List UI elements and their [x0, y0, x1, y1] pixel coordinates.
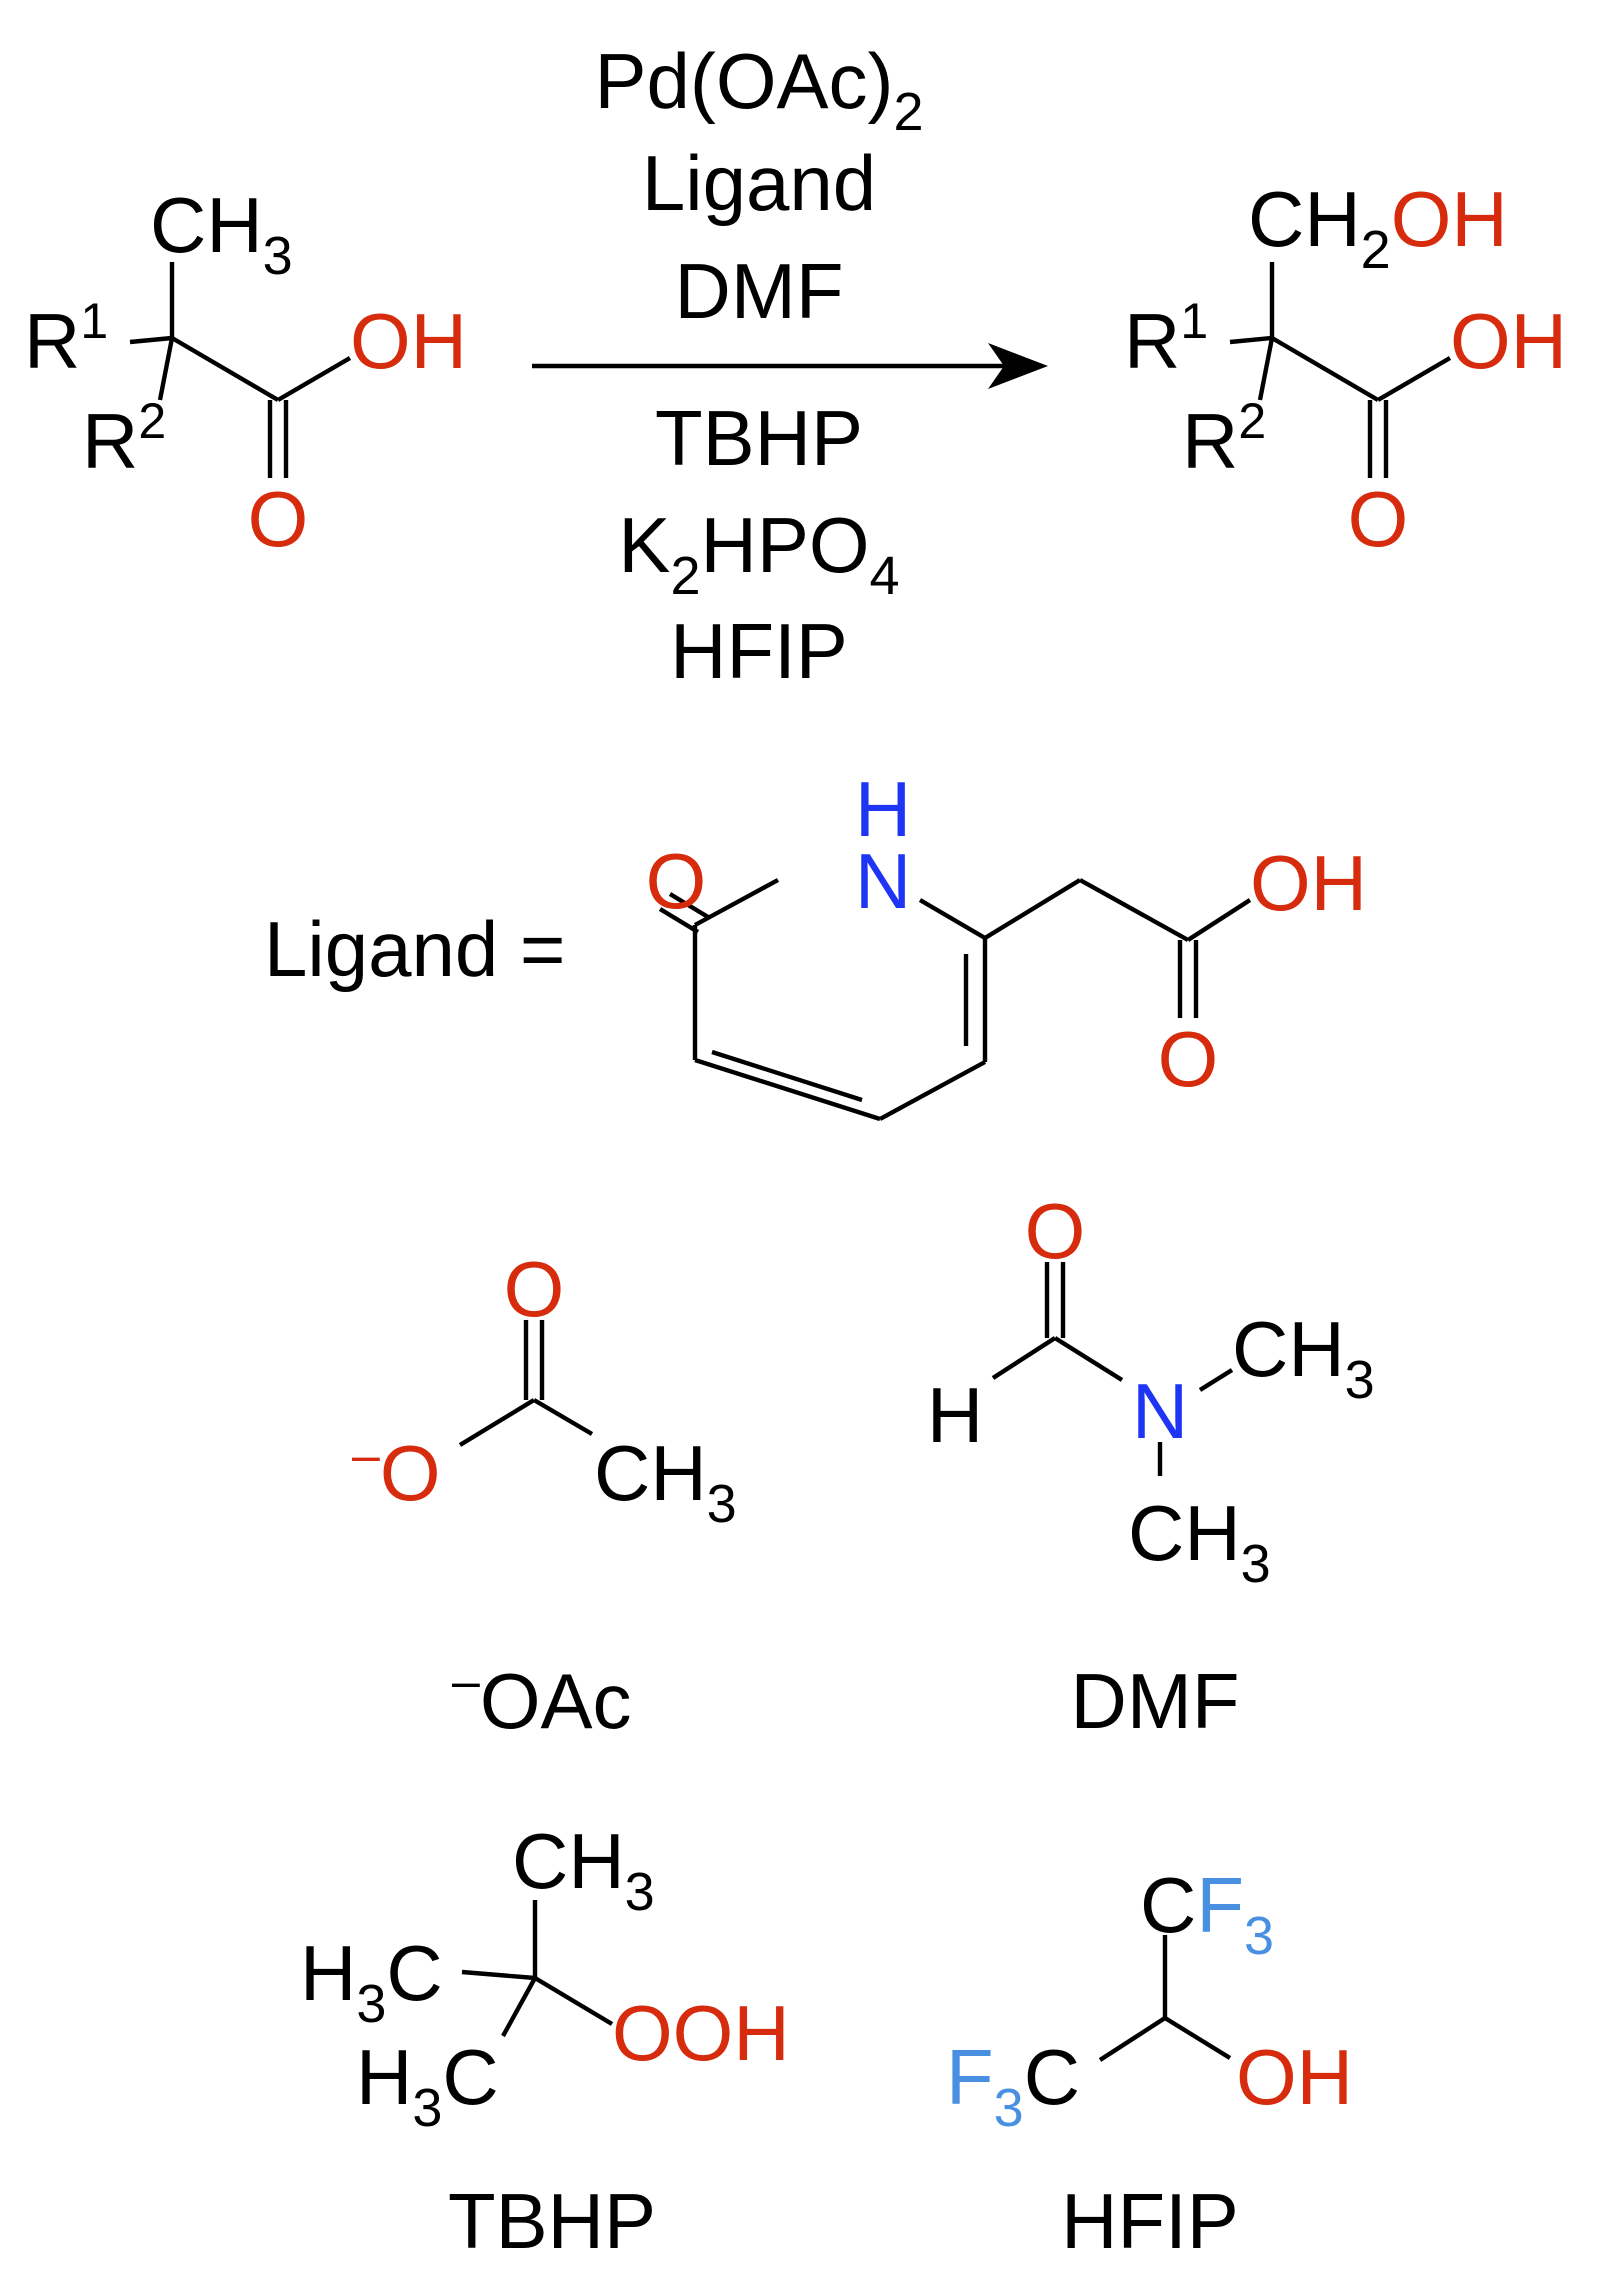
tbhp-ooh: OOH: [612, 1989, 790, 2077]
reactant-r1: R1: [24, 293, 108, 385]
product-r1: R1: [1124, 293, 1208, 385]
tbhp-h3c-top: H3C: [300, 1929, 443, 2034]
reagent-k2hpo4: K2HPO4: [618, 501, 899, 606]
product-r2: R2: [1182, 393, 1266, 485]
reagents-above-arrow: Pd(OAc)2 Ligand DMF: [594, 37, 923, 335]
acetate-caption: –OAc: [452, 1653, 632, 1745]
tbhp-molecule: CH3 H3C H3C OOH TBHP: [300, 1817, 790, 2265]
acetate-o-minus: –O: [352, 1427, 440, 1517]
reagent-hfip: HFIP: [670, 607, 848, 695]
hfip-f3c-left: F3C: [946, 2033, 1080, 2138]
ligand-nh-h: H: [855, 765, 911, 853]
reagent-pd-oac2: Pd(OAc)2: [594, 37, 923, 142]
reagent-dmf: DMF: [675, 247, 844, 335]
ligand-label: Ligand =: [264, 905, 565, 993]
tbhp-h3c-bottom: H3C: [356, 2033, 499, 2138]
ligand-definition: Ligand = H N O OH O: [264, 765, 1367, 1122]
hfip-molecule: CF3 F3C OH HFIP: [946, 1861, 1353, 2265]
ligand-acid-o: O: [1158, 1015, 1219, 1103]
reactant-ch3: CH3: [150, 181, 293, 286]
ligand-ring-o: O: [646, 837, 707, 925]
dmf-h: H: [927, 1371, 983, 1459]
product-oh: OH: [1450, 297, 1567, 385]
dmf-ch3-top: CH3: [1232, 1305, 1375, 1410]
ligand-nh-n: N: [855, 837, 911, 925]
acetate-molecule: O –O CH3 –OAc: [352, 1245, 737, 1745]
product-molecule: CH2OH R1 R2 OH O: [1124, 175, 1567, 563]
reactant-oh: OH: [350, 297, 467, 385]
reactant-molecule: CH3 R1 R2 OH O: [24, 181, 467, 563]
acetate-carbonyl-o: O: [504, 1245, 565, 1333]
dmf-n: N: [1132, 1367, 1188, 1455]
reaction-arrow: [532, 343, 1048, 389]
reagent-tbhp: TBHP: [655, 394, 863, 482]
tbhp-ch3: CH3: [512, 1817, 655, 1922]
dmf-ch3-bottom: CH3: [1128, 1489, 1271, 1594]
reagent-ligand: Ligand: [642, 139, 876, 227]
hfip-oh: OH: [1236, 2033, 1353, 2121]
acetate-ch3: CH3: [594, 1429, 737, 1534]
ligand-oh: OH: [1250, 839, 1367, 927]
hfip-cf3-top: CF3: [1140, 1861, 1274, 1966]
reactant-r2: R2: [82, 393, 166, 485]
dmf-caption: DMF: [1071, 1657, 1240, 1745]
hfip-caption: HFIP: [1061, 2177, 1239, 2265]
reagents-below-arrow: TBHP K2HPO4 HFIP: [618, 394, 899, 695]
product-ch2oh: CH2OH: [1248, 175, 1508, 280]
product-carbonyl-o: O: [1348, 475, 1409, 563]
tbhp-caption: TBHP: [448, 2177, 656, 2265]
dmf-molecule: O H N CH3 CH3 DMF: [927, 1187, 1375, 1745]
reactant-carbonyl-o: O: [248, 475, 309, 563]
dmf-o: O: [1025, 1187, 1086, 1275]
